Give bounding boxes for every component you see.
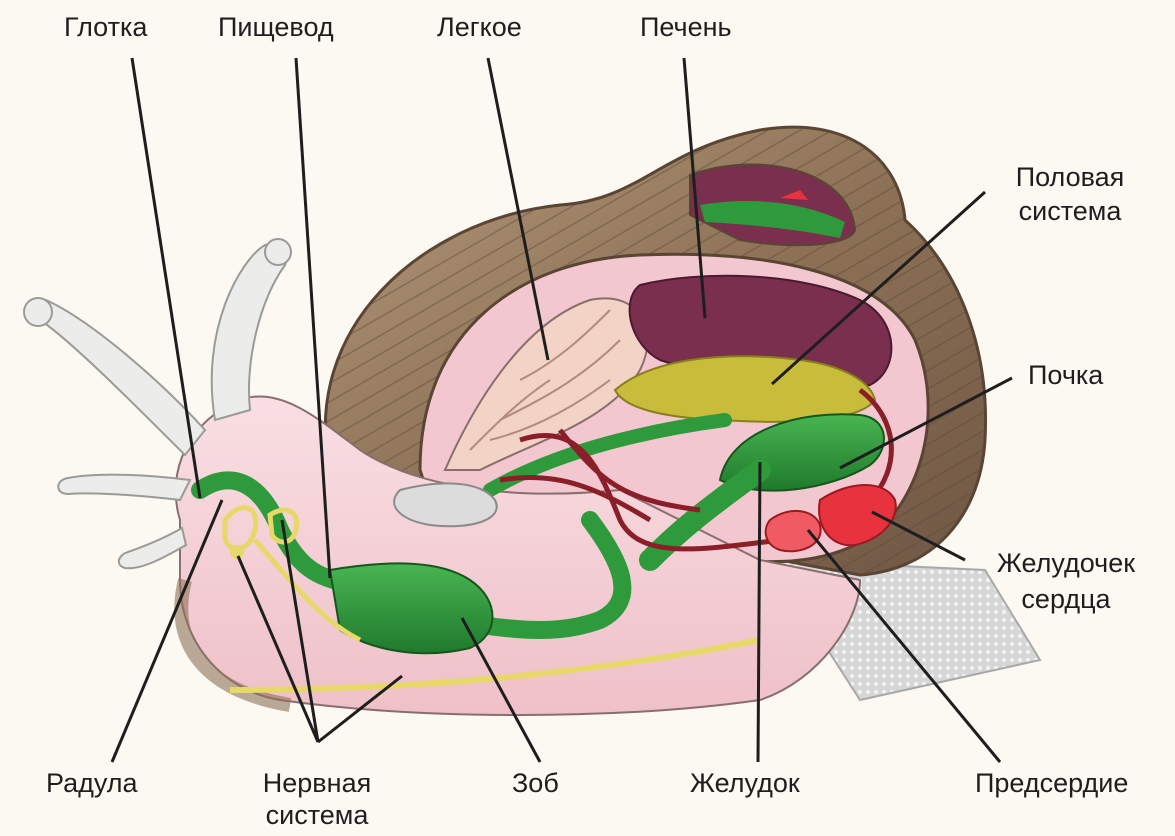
label-liver: Печень bbox=[640, 12, 732, 42]
label-nervous-system-line2: система bbox=[232, 800, 402, 830]
label-esophagus: Пищевод bbox=[218, 12, 334, 42]
label-heart-ventricle-line2: сердца bbox=[972, 584, 1160, 614]
label-reproductive-system-line1: Половая bbox=[985, 162, 1155, 192]
label-nervous-system-line1: Нервная bbox=[232, 768, 402, 798]
label-radula: Радула bbox=[46, 768, 138, 798]
label-atrium: Предсердие bbox=[975, 768, 1128, 798]
label-kidney: Почка bbox=[1028, 360, 1103, 390]
label-stomach: Желудок bbox=[690, 768, 800, 798]
heart-atrium bbox=[766, 511, 821, 551]
label-heart-ventricle-line1: Желудочек bbox=[972, 548, 1160, 578]
label-pharynx: Глотка bbox=[64, 12, 147, 42]
label-crop: Зоб bbox=[512, 768, 559, 798]
label-reproductive-system-line2: система bbox=[985, 196, 1155, 226]
label-lung: Легкое bbox=[437, 12, 522, 42]
